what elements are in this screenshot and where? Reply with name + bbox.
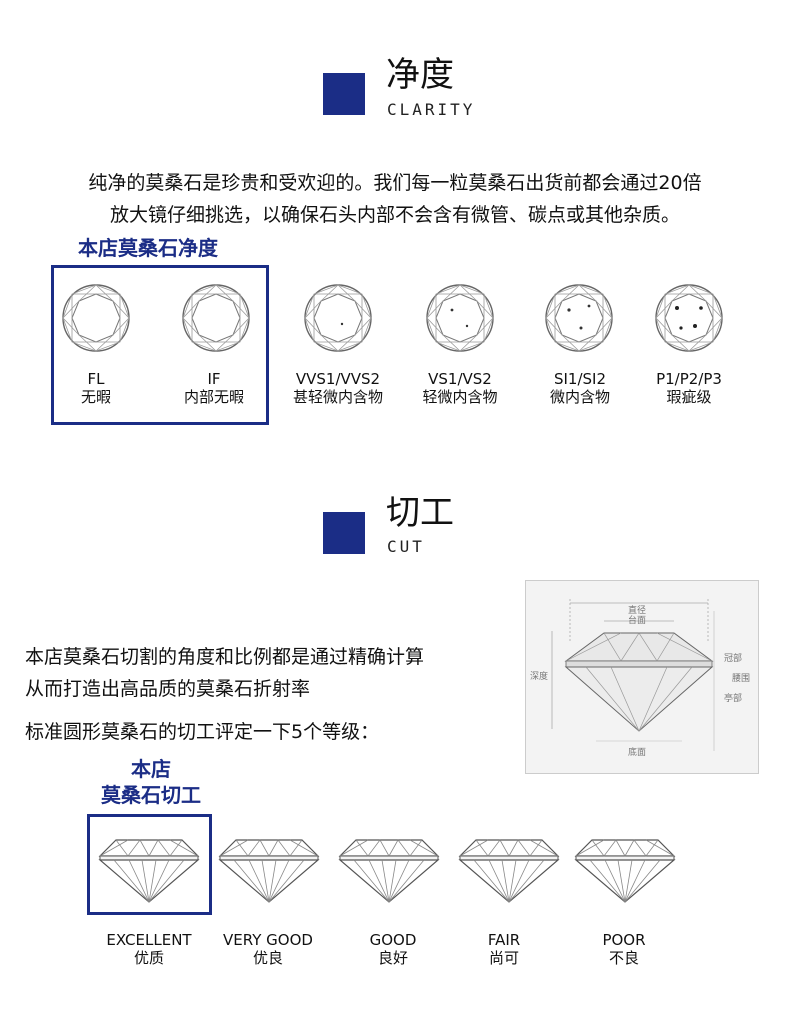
diagram-label-diameter: 直径	[628, 606, 647, 616]
gem-side-icon-fair	[454, 826, 564, 906]
clarity-paragraph-line: 纯净的莫桑石是珍贵和受欢迎的。我们每一粒莫桑石出货前都会通过20倍	[88, 172, 702, 194]
grade-cn: 优质	[133, 949, 164, 967]
diagram-label-culet: 底面	[628, 748, 647, 758]
grade-en: VERY GOOD	[223, 931, 313, 949]
cut-standard-text: 标准圆形莫桑石的切工评定一下5个等级：	[25, 721, 380, 743]
grade-desc: 无暇	[80, 388, 111, 406]
cut-paragraph-line: 从而打造出高品质的莫桑石折射率	[25, 678, 311, 700]
grade-desc: 轻微内含物	[422, 388, 498, 406]
grade-desc: 甚轻微内含物	[292, 388, 383, 406]
gem-side-icon-very-good	[214, 826, 324, 906]
cut-grade-fair: FAIR 尚可	[454, 931, 554, 967]
diagram-label-girdle: 腰围	[732, 674, 751, 684]
grade-cn: 良好	[377, 949, 408, 967]
gem-top-icon-if	[178, 280, 254, 356]
gem-side-icon-excellent	[94, 826, 204, 906]
clarity-grade-fl: FL 无暇	[46, 370, 146, 406]
grade-desc: 瑕疵级	[666, 388, 712, 406]
cut-heading-square	[323, 512, 365, 554]
gem-top-icon-vs	[422, 280, 498, 356]
gem-top-icon-si	[541, 280, 617, 356]
gem-side-icon-poor	[570, 826, 680, 906]
clarity-store-frame	[51, 265, 269, 425]
grade-code: VS1/VS2	[428, 370, 492, 388]
grade-code: SI1/SI2	[553, 370, 607, 388]
clarity-paragraph-line: 放大镜仔细挑选，以确保石头内部不会含有微管、碳点或其他杂质。	[109, 204, 680, 226]
cut-grade-excellent: EXCELLENT 优质	[84, 931, 214, 967]
grade-en: EXCELLENT	[106, 931, 192, 949]
gem-top-icon-fl	[58, 280, 134, 356]
cut-paragraph-line: 本店莫桑石切割的角度和比例都是通过精确计算	[25, 646, 425, 668]
clarity-grade-si: SI1/SI2 微内含物	[520, 370, 640, 406]
grade-cn: 不良	[608, 949, 639, 967]
cut-store-label-line: 本店	[131, 757, 171, 781]
clarity-grade-vvs: VVS1/VVS2 甚轻微内含物	[276, 370, 400, 406]
diamond-proportions-diagram: 直径 台面 深度 冠部 腰围 亭部 底面	[525, 580, 759, 774]
grade-en: FAIR	[487, 931, 521, 949]
cut-grade-very-good: VERY GOOD 优良	[206, 931, 330, 967]
grade-code: VVS1/VVS2	[295, 370, 381, 388]
grade-en: POOR	[602, 931, 646, 949]
clarity-title-cn: 净度	[386, 55, 454, 95]
grade-cn: 优良	[252, 949, 283, 967]
clarity-grade-vs: VS1/VS2 轻微内含物	[400, 370, 520, 406]
diagram-label-pavilion: 亭部	[724, 694, 743, 704]
cut-store-label-line: 莫桑石切工	[101, 783, 201, 807]
grade-desc: 内部无暇	[183, 388, 244, 406]
diagram-label-crown: 冠部	[724, 654, 743, 664]
cut-grade-good: GOOD 良好	[343, 931, 443, 967]
grade-cn: 尚可	[488, 949, 519, 967]
diagram-label-table: 台面	[628, 616, 647, 626]
gem-side-icon-good	[334, 826, 444, 906]
cut-grade-poor: POOR 不良	[574, 931, 674, 967]
clarity-grade-p: P1/P2/P3 瑕疵级	[630, 370, 748, 406]
cut-paragraph: 本店莫桑石切割的角度和比例都是通过精确计算 从而打造出高品质的莫桑石折射率	[25, 641, 424, 705]
diagram-label-depth: 深度	[530, 672, 549, 682]
cut-store-label: 本店 莫桑石切工	[90, 756, 212, 808]
clarity-store-label: 本店莫桑石净度	[78, 236, 218, 260]
clarity-heading-square	[323, 73, 365, 115]
grade-code: FL	[87, 370, 105, 388]
grade-desc: 微内含物	[549, 388, 610, 406]
clarity-grade-if: IF 内部无暇	[164, 370, 264, 406]
clarity-title-en: CLARITY	[387, 100, 476, 119]
grade-code: P1/P2/P3	[656, 370, 722, 388]
gem-top-icon-p	[651, 280, 727, 356]
cut-title-cn: 切工	[386, 493, 454, 533]
cut-title-en: CUT	[387, 537, 425, 556]
cut-store-frame	[87, 814, 212, 915]
clarity-paragraph: 纯净的莫桑石是珍贵和受欢迎的。我们每一粒莫桑石出货前都会通过20倍 放大镜仔细挑…	[0, 167, 790, 231]
grade-code: IF	[207, 370, 221, 388]
grade-en: GOOD	[369, 931, 417, 949]
gem-top-icon-vvs	[300, 280, 376, 356]
